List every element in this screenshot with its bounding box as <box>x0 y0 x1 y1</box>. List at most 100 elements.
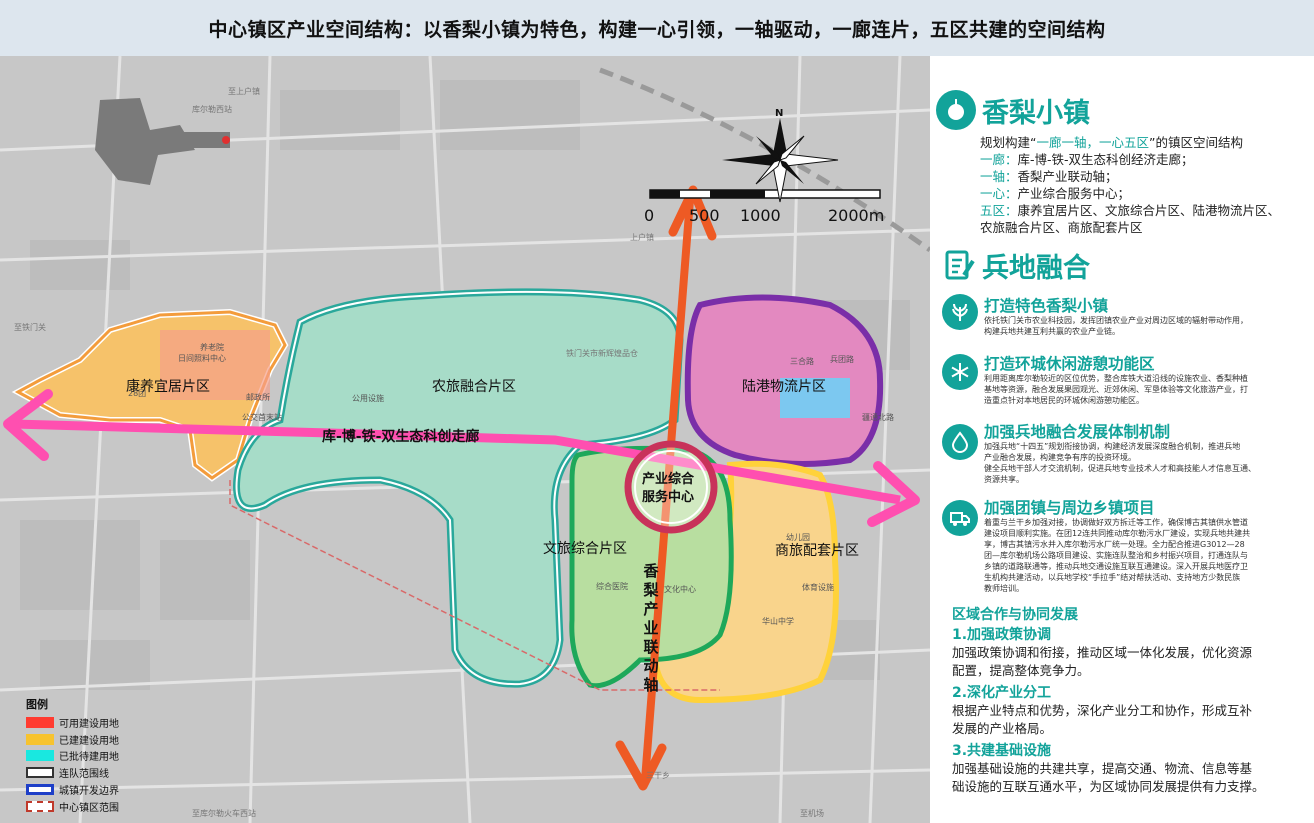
title-bar: 中心镇区产业空间结构：以香梨小镇为特色，构建一心引领，一轴驱动，一廊连片，五区共… <box>0 0 1314 56</box>
body-line: 资源共享。 <box>984 475 1024 484</box>
body-line: 造重点针对本地居民的环城休闲游憩功能区。 <box>984 396 1144 405</box>
legend-swatch <box>26 784 54 796</box>
page-title: 中心镇区产业空间结构：以香梨小镇为特色，构建一心引领，一轴驱动，一廊连片，五区共… <box>208 18 1106 41</box>
place-label: 至机场 <box>800 809 824 818</box>
key: 一廊： <box>980 152 1018 167</box>
place-label: 公用设施 <box>352 394 384 403</box>
key: 一轴： <box>980 169 1018 184</box>
coop-item-line: 加强基础设施的共建共享，提高交通、物流、信息等基 <box>952 761 1253 776</box>
item-title: 打造环城休闲游憩功能区 <box>984 355 1155 373</box>
place-label: 28团 <box>128 389 147 398</box>
value: 香梨产业联动轴； <box>1017 169 1118 184</box>
section-title: 兵地融合 <box>982 253 1090 284</box>
legend-label: 已建建设用地 <box>59 735 119 747</box>
body-line: 享，博古其镇污水并入库尔勒污水厂统一处理。全力配合推进G3012—28 <box>984 540 1245 549</box>
structure-line: 五区：康养宜居片区、文旅综合片区、陆港物流片区、 <box>980 202 1280 219</box>
document-edit-icon <box>945 250 975 279</box>
body-line: 加强兵地“十四五”规划衔接协调，构建经济发展深度融合机制，推进兵地 <box>984 442 1241 451</box>
body-line: 乡镇的道路联通等，推动兵地交通设施互联互通建设。深入开展兵地医疗卫 <box>984 562 1248 571</box>
axis-char: 产 <box>643 600 659 618</box>
place-label: 综合医院 <box>596 582 628 591</box>
legend-item: 城镇开发边界 <box>26 781 119 798</box>
zone-nonglv: 农旅融合片区 <box>432 379 516 395</box>
place-label: 至上户镇 <box>228 87 260 96</box>
truck-icon <box>942 500 978 536</box>
place-label: 兵团路 <box>830 355 854 364</box>
text: ”的镇区空间结构 <box>1149 135 1243 150</box>
item-title: 打造特色香梨小镇 <box>984 297 1109 315</box>
legend-label: 已批待建用地 <box>59 752 119 764</box>
coop-item-line: 根据产业特点和优势，深化产业分工和协作，形成互补 <box>952 703 1253 718</box>
info-panel: 香梨小镇 规划构建“一廊一轴，一心五区”的镇区空间结构 一廊：库-博-铁-双生态… <box>930 56 1314 823</box>
key: 一心： <box>980 186 1018 201</box>
coop-item: 3.共建基础设施 加强基础设施的共建共享，提高交通、物流、信息等基 础设施的互联… <box>952 740 1292 796</box>
body-line: 构建兵地共建互利共赢的农业产业链。 <box>984 327 1120 336</box>
scale-tick-1000: 1000 <box>740 206 781 225</box>
place-label: 邮政所 <box>246 393 270 402</box>
coop-title: 区域合作与协同发展 <box>952 607 1078 623</box>
intro-line: 规划构建“一廊一轴，一心五区”的镇区空间结构 <box>980 134 1243 151</box>
axis-label: 香 梨 产 业 联 动 轴 <box>640 562 662 695</box>
legend-swatch <box>26 716 54 728</box>
legend-swatch <box>26 750 54 762</box>
value: 康养宜居片区、文旅综合片区、陆港物流片区、 <box>1017 203 1281 218</box>
value: 产业综合服务中心； <box>1017 186 1131 201</box>
scale-tick-2000: 2000m <box>828 206 885 225</box>
body-line: 健全兵地干部人才交流机制，促进兵地专业技术人才和高技能人才信息互通、 <box>984 464 1256 473</box>
map-canvas <box>0 56 930 823</box>
place-label: 上户镇 <box>630 233 654 242</box>
legend-item: 可用建设用地 <box>26 714 119 731</box>
coop-item-line: 础设施的互联互通水平，为区域协同发展提供有力支撑。 <box>952 779 1265 794</box>
leaf-icon <box>942 294 978 330</box>
legend-title: 图例 <box>26 698 48 711</box>
scale-bar <box>649 189 881 199</box>
pear-icon <box>936 90 976 130</box>
place-label: 公交首末站 <box>242 413 282 422</box>
xiangli-text: 规划构建“一廊一轴，一心五区”的镇区空间结构 <box>980 134 1243 151</box>
body-line: 利用距离库尔勒较近的区位优势，整合库铁大道沿线的设施农业、香梨种植 <box>984 374 1248 383</box>
place-label: 体育设施 <box>802 583 834 592</box>
coop-item: 1.加强政策协调 加强政策协调和衔接，推动区域一体化发展，优化资源 配置，提高整… <box>952 624 1292 680</box>
body-line: 生机构共建活动，以兵地学校“手拉手”结对帮扶活动、支持地方少数民族 <box>984 573 1241 582</box>
center-label-2: 服务中心 <box>642 490 695 505</box>
legend-swatch <box>26 800 54 812</box>
place-label: 三干乡 <box>646 771 670 780</box>
coop-item-line: 加强政策协调和衔接，推动区域一体化发展，优化资源 <box>952 645 1253 660</box>
legend-swatch <box>26 767 54 779</box>
zone-lugang: 陆港物流片区 <box>742 379 826 395</box>
axis-char: 业 <box>643 619 659 637</box>
item-title: 加强团镇与周边乡镇项目 <box>984 499 1155 517</box>
body-line: 依托铁门关市农业科技园，发挥团镇农业产业对周边区域的辐射带动作用， <box>984 316 1248 325</box>
text: 规划构建“ <box>980 135 1037 150</box>
map-area: 康养宜居片区 农旅融合片区 陆港物流片区 文旅综合片区 商旅配套片区 产业综合 … <box>0 56 930 823</box>
center-label-1: 产业综合 <box>642 472 695 487</box>
item-body: 着重与兰干乡加强对接，协调做好双方拆迁等工作，确保博古其镇供水管道建设项目顺利实… <box>984 517 1310 594</box>
section-title: 香梨小镇 <box>982 97 1090 129</box>
item-body: 利用距离库尔勒较近的区位优势，整合库铁大道沿线的设施农业、香梨种植基地等资源，融… <box>984 373 1310 406</box>
scale-tick-500: 500 <box>689 206 720 225</box>
legend-label: 城镇开发边界 <box>59 786 119 798</box>
section-xiangli: 香梨小镇 <box>936 90 1090 130</box>
scale-tick-0: 0 <box>644 206 655 225</box>
body-line: 着重与兰干乡加强对接，协调做好双方拆迁等工作，确保博古其镇供水管道 <box>984 518 1248 527</box>
body-line: 建设项目顺利实施。在团12连共同推动库尔勒污水厂建设，实现兵地共建共 <box>984 529 1251 538</box>
zone-wenlv: 文旅综合片区 <box>543 541 627 557</box>
axis-char: 联 <box>643 638 659 656</box>
structure-line: 一心：产业综合服务中心； <box>980 185 1280 202</box>
axis-char: 动 <box>643 657 659 675</box>
legend-item: 中心镇区范围 <box>26 798 119 815</box>
coop-item-title: 3.共建基础设施 <box>952 743 1052 759</box>
coop-item-line: 发展的产业格局。 <box>952 721 1053 736</box>
section-bingdi: 兵地融合 <box>944 246 1090 285</box>
water-drop-icon <box>942 424 978 460</box>
value: 库-博-铁-双生态科创经济走廊； <box>1017 152 1194 167</box>
structure-list: 一廊：库-博-铁-双生态科创经济走廊； 一轴：香梨产业联动轴； 一心：产业综合服… <box>980 151 1280 236</box>
item-body: 依托铁门关市农业科技园，发挥团镇农业产业对周边区域的辐射带动作用， 构建兵地共建互… <box>984 315 1310 337</box>
legend-item: 连队范围线 <box>26 764 119 781</box>
structure-line: 一轴：香梨产业联动轴； <box>980 168 1280 185</box>
north-arrow-icon <box>722 118 839 203</box>
legend-item: 已建建设用地 <box>26 731 119 748</box>
map-legend: 图例 可用建设用地 已建建设用地 已批待建用地 连队范围线 城镇开发边界 中心镇… <box>26 696 119 815</box>
place-label: 华山中学 <box>762 617 794 626</box>
legend-label: 连队范围线 <box>59 769 109 781</box>
